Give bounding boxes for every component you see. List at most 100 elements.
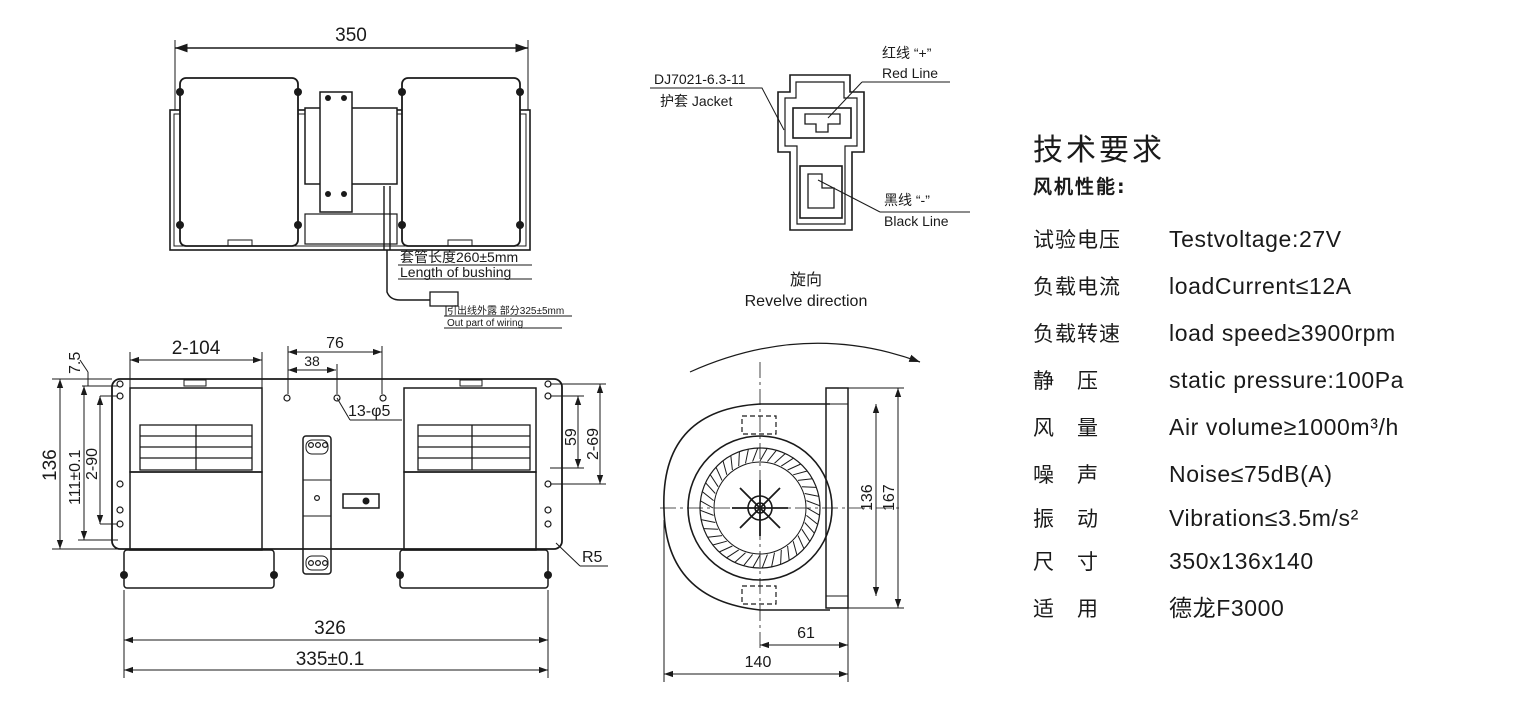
spec-subtitle: 风机性能: <box>1033 176 1127 198</box>
bushing-note-en: Length of bushing <box>400 264 511 280</box>
front-view <box>52 346 608 678</box>
impeller-blade <box>797 478 813 481</box>
spec-label: 噪 声 <box>1033 463 1099 487</box>
impeller-blade <box>797 535 805 550</box>
impeller-blade <box>801 529 811 542</box>
red-line-cn: 红线 “+” <box>882 45 932 61</box>
red-line-en: Red Line <box>882 65 938 81</box>
impeller-blade <box>771 552 775 568</box>
dim-59: 59 <box>563 428 580 446</box>
dim-7-5: 7.5 <box>67 352 84 374</box>
spec-value: Air volume≥1000m³/h <box>1169 414 1399 440</box>
impeller-blade <box>761 554 768 569</box>
impeller-blade <box>752 447 759 462</box>
spec-row-noise: 噪 声 Noise≤75dB(A) <box>1033 451 1513 498</box>
spec-value: Noise≤75dB(A) <box>1169 461 1333 487</box>
impeller-blade <box>707 535 723 538</box>
impeller-blade <box>700 500 714 509</box>
impeller-blade <box>787 463 802 471</box>
rotation-label-cn: 旋向 <box>790 271 822 289</box>
wiring-note-cn: 引出线外露 部分325±5mm <box>447 304 564 317</box>
impeller-blade <box>743 554 753 567</box>
spec-label: 负载转速 <box>1033 322 1121 346</box>
spec-label: 风 量 <box>1033 416 1099 440</box>
spec-label: 适 用 <box>1033 597 1099 621</box>
black-line-en: Black Line <box>884 213 949 229</box>
impeller-blade <box>722 460 728 475</box>
dim-76: 76 <box>326 335 344 352</box>
dim-2-69: 2-69 <box>585 428 602 460</box>
impeller-blade <box>730 455 733 471</box>
spec-row-current: 负载电流 loadCurrent≤12A <box>1033 263 1513 310</box>
spec-value: Vibration≤3.5m/s² <box>1169 505 1359 531</box>
dim-335: 335±0.1 <box>296 649 365 670</box>
spec-label: 静 压 <box>1033 369 1099 393</box>
impeller-blade <box>793 470 808 476</box>
black-line-cn: 黑线 “-” <box>884 192 930 208</box>
spec-title: 技术要求 <box>1033 133 1165 168</box>
dim-136-front: 136 <box>40 449 61 481</box>
dim-2-104: 2-104 <box>172 338 221 359</box>
impeller-blade <box>718 545 733 553</box>
impeller-blade <box>709 474 719 487</box>
impeller-blade <box>806 507 820 516</box>
impeller-blade <box>701 491 714 501</box>
spec-label: 尺 寸 <box>1033 550 1099 574</box>
impeller-blade <box>804 493 820 497</box>
impeller-blade <box>745 448 749 464</box>
side-view <box>660 342 921 682</box>
dim-140: 140 <box>745 654 772 671</box>
spec-row-pressure: 静 压 static pressure:100Pa <box>1033 357 1513 404</box>
impeller-blade <box>734 552 746 563</box>
impeller-blade <box>806 500 821 507</box>
impeller-blade <box>804 522 815 534</box>
dim-111: 111±0.1 <box>67 450 84 505</box>
top-width-dim: 350 <box>335 25 367 46</box>
dim-167: 167 <box>881 484 898 511</box>
impeller-blade <box>726 549 739 559</box>
dim-2-90: 2-90 <box>84 448 101 480</box>
top-view-mounts <box>176 88 524 229</box>
spec-row-air-volume: 风 量 Air volume≥1000m³/h <box>1033 404 1513 451</box>
connector-jacket-label: 护套 Jacket <box>660 93 732 109</box>
spec-value: loadCurrent≤12A <box>1169 273 1352 299</box>
impeller-blade <box>703 528 719 530</box>
impeller-blade <box>700 519 716 523</box>
connector-diagram <box>650 74 970 231</box>
connector-part-no: DJ7021-6.3-11 <box>654 71 746 87</box>
spec-value: static pressure:100Pa <box>1169 367 1405 393</box>
spec-value: 德龙F3000 <box>1169 595 1285 621</box>
dim-holes: 13-φ5 <box>348 403 391 420</box>
front-view-mounts <box>120 497 552 579</box>
impeller-blade <box>738 451 740 467</box>
impeller-blade <box>774 453 786 464</box>
dim-136-side: 136 <box>859 484 876 511</box>
impeller-blade <box>715 466 723 481</box>
wiring-note-en: Out part of wiring <box>447 318 523 329</box>
top-view <box>169 40 572 329</box>
impeller-blade <box>792 541 798 556</box>
impeller-blade <box>705 482 716 494</box>
spec-value: load speed≥3900rpm <box>1169 320 1396 346</box>
impeller-blade <box>781 457 794 467</box>
impeller-blade <box>801 486 817 488</box>
spec-label: 负载电流 <box>1033 275 1121 299</box>
spec-row-voltage: 试验电压 Testvoltage:27V <box>1033 216 1513 263</box>
spec-row-speed: 负载转速 load speed≥3900rpm <box>1033 310 1513 357</box>
impeller-blade <box>752 554 761 568</box>
impeller-blade <box>699 509 714 516</box>
dim-38: 38 <box>304 353 320 369</box>
spec-label: 试验电压 <box>1033 228 1121 252</box>
spec-row-vibration: 振 动 Vibration≤3.5m/s² <box>1033 498 1513 538</box>
dim-326: 326 <box>314 618 346 639</box>
dim-r5: R5 <box>582 549 603 566</box>
spec-value: 350x136x140 <box>1169 548 1314 574</box>
spec-label: 振 动 <box>1033 507 1099 531</box>
impeller-blade <box>712 540 727 546</box>
spec-row-dimensions: 尺 寸 350x136x140 <box>1033 538 1513 585</box>
spec-panel: 技术要求 风机性能: 试验电压 Testvoltage:27V 负载电流 loa… <box>1033 130 1513 632</box>
impeller-blade <box>759 448 768 462</box>
impeller-blade <box>780 549 782 565</box>
bushing-note-cn: 套管长度260±5mm <box>400 249 518 265</box>
